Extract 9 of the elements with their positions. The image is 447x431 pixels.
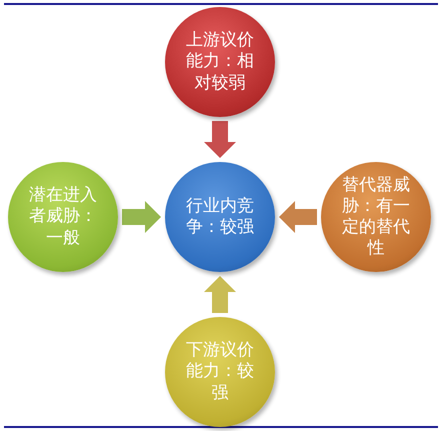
block-arrow [204, 121, 236, 158]
block-arrow [122, 201, 161, 233]
node-label: 潜在进入者威胁：一般 [28, 185, 98, 249]
node-label: 行业内竞争：较强 [185, 196, 255, 238]
node-label: 替代器威胁：有一定的替代性 [341, 174, 411, 260]
node-label: 上游议价能力：相对较弱 [185, 30, 255, 94]
block-arrow [279, 201, 317, 233]
node-label: 下游议价能力：较强 [185, 340, 255, 404]
block-arrow [204, 276, 236, 313]
